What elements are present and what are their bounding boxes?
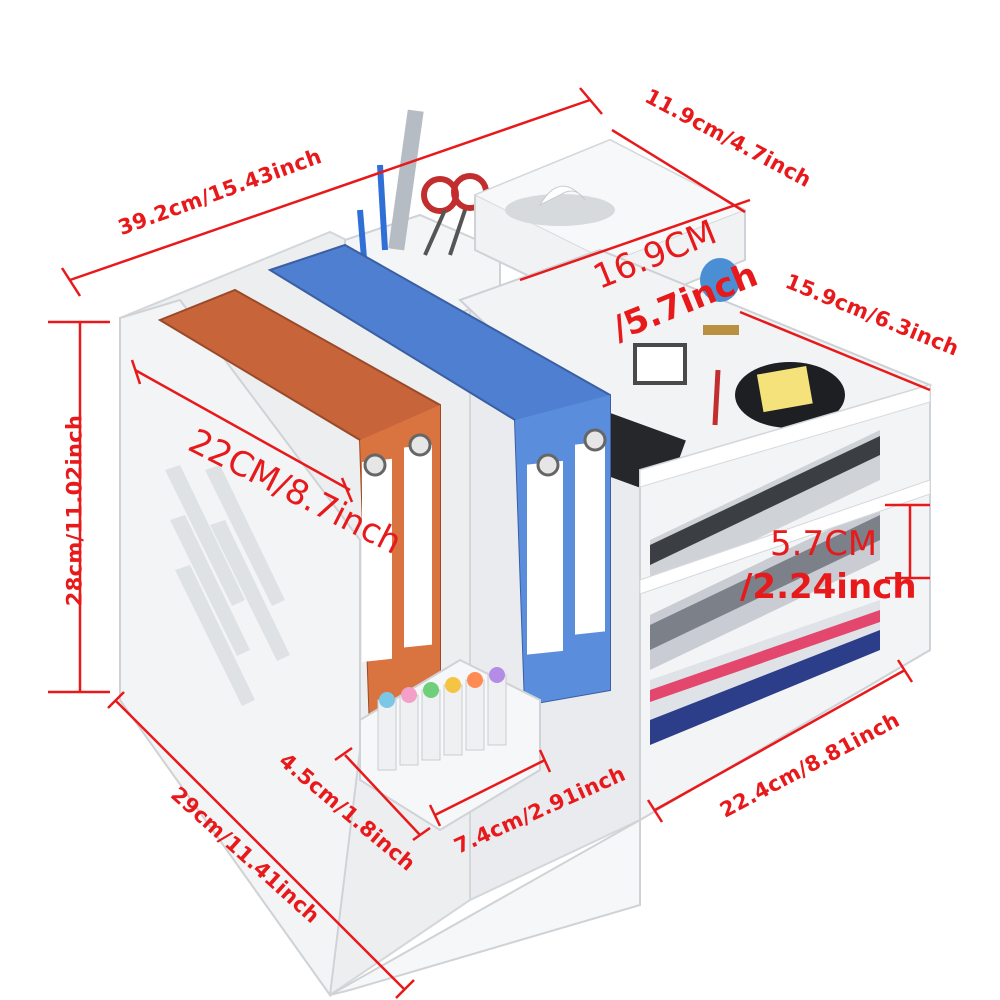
top-shelf	[458, 248, 933, 472]
orange-binders	[157, 288, 441, 732]
side-slots	[165, 465, 290, 706]
blue-binders	[267, 243, 611, 707]
shelf-gap-in-label: /2.24inch	[740, 567, 917, 607]
dimension-lines	[48, 87, 931, 999]
shelf-gap-cm-label: 5.7CM	[770, 524, 878, 564]
shelf-compartments	[639, 383, 931, 822]
marker-tray	[359, 658, 541, 832]
height-label: 28cm/11.02inch	[62, 414, 87, 607]
